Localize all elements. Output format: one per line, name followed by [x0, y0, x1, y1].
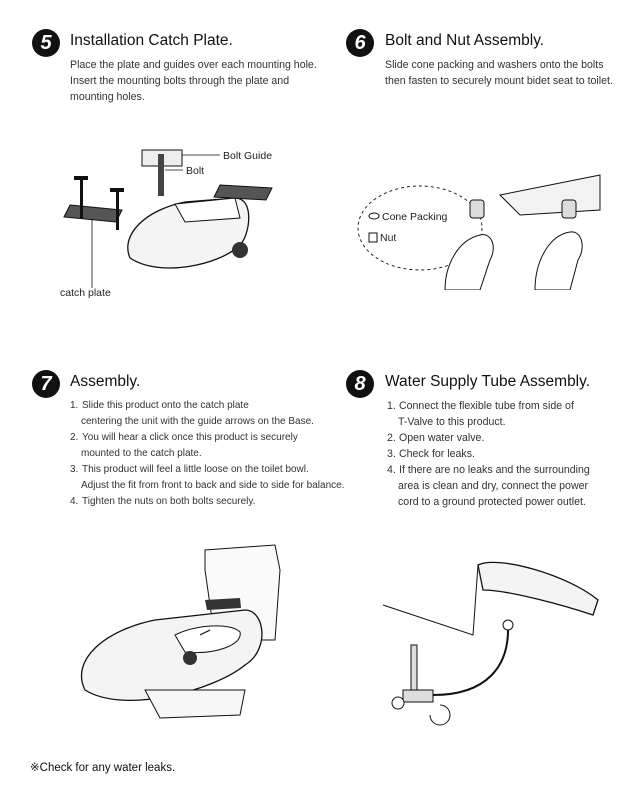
nut-shape [469, 199, 485, 219]
item-number: 2. [70, 432, 79, 443]
step-title: Water Supply Tube Assembly. [385, 373, 591, 390]
catch-plate-shape [205, 598, 241, 610]
item-text: You will hear a click once this product … [82, 432, 298, 443]
bolt-head-shape [74, 176, 88, 180]
water-supply-illustration [382, 561, 599, 726]
bolt-shape [80, 178, 83, 218]
list-item: 1.Slide this product onto the catch plat… [70, 398, 344, 430]
assembly-illustration [80, 544, 281, 719]
list-item: 2.Open water valve. [387, 430, 590, 446]
bidet-seat-shape [477, 561, 599, 616]
item-number: 1. [70, 400, 79, 411]
label-nut: Nut [380, 232, 396, 244]
valve-knob-shape [391, 696, 405, 710]
step-description: Place the plate and guides over each mou… [70, 57, 317, 105]
seat-opening-shape [174, 625, 241, 654]
item-text: This product will feel a little loose on… [82, 464, 309, 475]
catch-plate-illustration: Bolt Guide Bolt catch plate [60, 149, 273, 299]
step-title: Assembly. [70, 373, 141, 390]
nut-shape [561, 199, 577, 219]
step-instructions-list: 1.Slide this product onto the catch plat… [70, 398, 344, 510]
item-continuation: centering the unit with the guide arrows… [81, 416, 314, 427]
hand-shape [534, 231, 583, 290]
hand-shape [444, 234, 494, 290]
item-continuation: Adjust the fit from front to back and si… [81, 480, 345, 491]
item-number: 1. [387, 400, 396, 412]
label-bolt-guide: Bolt Guide [223, 150, 272, 162]
catch-plate-shape [213, 184, 273, 201]
item-text: Open water valve. [399, 432, 485, 444]
description-line: Place the plate and guides over each mou… [70, 59, 317, 71]
bolt-shape [158, 154, 164, 196]
item-continuation: mounted to the catch plate. [81, 448, 202, 459]
direction-arrow-shape [199, 629, 211, 636]
bolt-shape [116, 190, 119, 230]
item-number: 2. [387, 432, 396, 444]
list-item: 1.Connect the flexible tube from side of… [387, 398, 590, 430]
description-line: Slide cone packing and washers onto the … [385, 59, 604, 71]
footnote-water-leaks: ※Check for any water leaks. [30, 762, 176, 774]
item-continuation: T-Valve to this product. [398, 416, 506, 428]
item-text: Slide this product onto the catch plate [82, 400, 249, 411]
item-number: 4. [387, 464, 396, 476]
step-description: Slide cone packing and washers onto the … [385, 57, 613, 89]
list-item: 4.If there are no leaks and the surround… [387, 462, 590, 494]
step-title: Installation Catch Plate. [70, 32, 233, 49]
cone-packing-icon [368, 212, 380, 220]
label-bolt: Bolt [186, 165, 204, 177]
catch-plate-shape [63, 204, 123, 223]
description-line: then fasten to securely mount bidet seat… [385, 75, 613, 87]
list-item: 3.This product will feel a little loose … [70, 462, 344, 494]
label-cone-packing: Cone Packing [382, 211, 448, 223]
item-text: Check for leaks. [399, 448, 475, 460]
flexible-tube-shape [432, 629, 509, 696]
item-text: Connect the flexible tube from side of [399, 400, 574, 412]
item-number: 3. [70, 464, 79, 475]
water-inlet-shape [502, 619, 514, 631]
step-number-badge: 8 [346, 370, 374, 398]
bolt-head-shape [110, 188, 124, 192]
step-title: Bolt and Nut Assembly. [385, 32, 545, 49]
list-item: 2.You will hear a click once this produc… [70, 430, 344, 462]
detail-callout-shape [357, 185, 483, 271]
item-text: If there are no leaks and the surroundin… [399, 464, 590, 476]
bolt-nut-illustration: Cone Packing Nut [357, 174, 601, 290]
list-item: cord to a ground protected power outlet. [387, 494, 590, 510]
step-number-badge: 5 [32, 29, 60, 57]
toilet-base-shape [144, 689, 246, 719]
label-catch-plate: catch plate [60, 287, 111, 299]
seat-underside-shape [498, 174, 601, 216]
item-continuation: cord to a ground protected power outlet. [398, 496, 586, 508]
list-item: 3.Check for leaks. [387, 446, 590, 462]
list-item: 4.Tighten the nuts on both bolts securel… [70, 494, 344, 510]
item-number: 3. [387, 448, 396, 460]
seat-knob-shape [232, 242, 248, 258]
description-line: Insert the mounting bolts through the pl… [70, 75, 290, 87]
seat-panel-shape [174, 197, 241, 223]
rotation-arrow-shape [429, 704, 451, 726]
nut-icon [368, 232, 378, 243]
step-instructions-list: 1.Connect the flexible tube from side of… [387, 398, 590, 510]
item-continuation: area is clean and dry, connect the power [398, 480, 589, 492]
item-text: Tighten the nuts on both bolts securely. [82, 496, 256, 507]
toilet-tank-outline-shape [382, 564, 479, 636]
description-line: mounting holes. [70, 91, 145, 103]
seat-knob-shape [183, 651, 197, 665]
item-number: 4. [70, 496, 79, 507]
step-number-badge: 6 [346, 29, 374, 57]
step-number-badge: 7 [32, 370, 60, 398]
bidet-seat-shape [80, 609, 263, 701]
supply-pipe-shape [410, 644, 418, 696]
t-valve-shape [402, 689, 434, 703]
